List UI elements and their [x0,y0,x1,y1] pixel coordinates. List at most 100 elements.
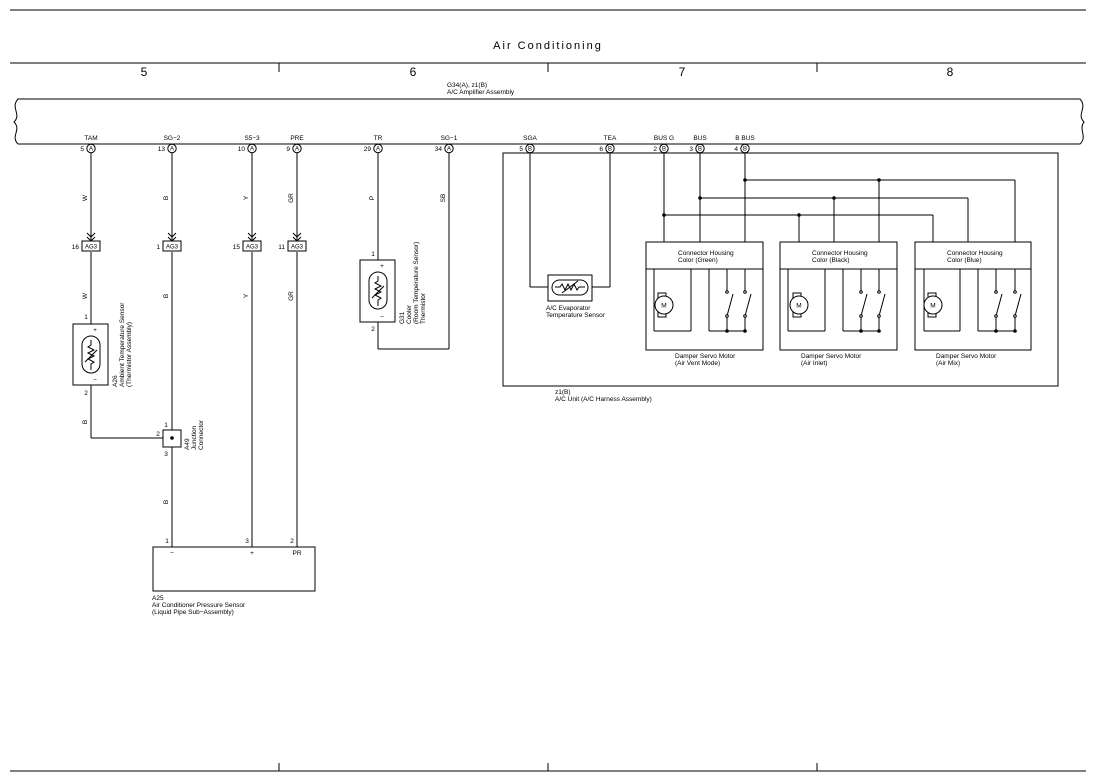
terminal-pin: 9 [286,146,290,153]
footer [10,763,1086,772]
ag3-label: AG3 [85,245,98,251]
wire-color: P [369,196,376,200]
sensor-minus: − [93,377,97,384]
sensor-name: Ambient Temperature Sensor [119,302,126,387]
evaporator-subname: Temperature Sensor [546,312,606,319]
motor-name: Damper Servo Motor [936,353,997,360]
wire-color: Y [243,293,250,298]
terminal-bus-g: BUS G 2 B [653,135,674,154]
housing-label: Connector Housing [812,250,868,257]
terminal-pin: 6 [599,146,603,153]
junction-name: Connector [198,419,205,450]
terminal-conn: B [743,147,747,153]
terminal-conn: B [698,147,702,153]
terminal-sga: SGA 5 B [519,135,538,154]
terminal-conn: B [662,147,666,153]
wire-color: W [82,292,89,299]
terminal-conn: A [250,147,254,153]
terminal-label: B BUS [735,135,755,142]
terminal-label: SG−1 [441,135,458,142]
ag3-pin: 16 [72,244,80,251]
wire-pre: GR GR [288,153,302,547]
wire-color: W [82,194,89,201]
terminal-pin: 5 [80,146,84,153]
terminal-label: SGA [523,135,537,142]
sensor-subname: (Room Temperature Sensor) [413,242,420,324]
terminal-s53: S5−3 10 A [238,135,260,154]
pressure-pin-label: − [170,550,174,557]
damper-servo-motor-air-mix: Connector Housing Color (Blue) M Damper … [914,241,1032,367]
terminal-pin: 2 [653,146,657,153]
terminal-sg1: SG−1 34 A [435,135,458,154]
column-number: 5 [141,65,148,79]
header: Air Conditioning 5 6 7 8 [10,9,1086,79]
pressure-pin: 2 [290,538,294,545]
sensor-pin: 1 [84,314,88,321]
amplifier-terminals: TAM 5 A SG−2 13 A S5−3 10 A PRE 9 A TR 2… [80,135,755,154]
sensor-name: Cooler [406,304,413,324]
ac-unit-ref: z1(B) [555,389,571,396]
evaporator-name: A/C Evaporator [546,305,591,312]
terminal-pin: 4 [734,146,738,153]
junction-name: Junction [191,425,198,450]
page-title: Air Conditioning [493,40,603,52]
junction-connector: 1 2 3 A49 Junction Connector [156,419,205,458]
ag3-connectors: 16 AG3 1 AG3 15 AG3 11 AG3 [72,240,307,252]
evaporator-temperature-sensor: A/C Evaporator Temperature Sensor [529,153,611,319]
column-number: 8 [947,65,954,79]
terminal-label: TR [374,135,383,142]
housing-color: Color (Blue) [947,257,982,264]
ag3-pin: 1 [156,244,160,251]
damper-servo-motor-air-inlet: Connector Housing Color (Black) M Damper… [779,241,898,367]
wire-color: Y [243,195,250,200]
wire-s53: Y Y [243,153,257,547]
terminal-label: PRE [290,135,304,142]
motor-name: Damper Servo Motor [675,353,736,360]
sensor-ref: G31 [399,311,406,324]
terminal-conn: A [295,147,299,153]
motor-name: Damper Servo Motor [801,353,862,360]
ag3-pin: 11 [278,244,285,251]
motor-symbol: M [930,303,935,310]
wire-color: B [82,420,89,424]
housing-label: Connector Housing [678,250,734,257]
terminal-label: S5−3 [244,135,260,142]
motor-symbol: M [661,303,666,310]
wire-color: SB [440,194,447,203]
terminal-conn: A [89,147,93,153]
wire-color: GR [288,193,295,203]
terminal-label: BUS G [654,135,674,142]
damper-servo-motor-air-vent: Connector Housing Color (Green) M Damper… [645,241,764,367]
wire-color: B [163,196,170,200]
ac-unit-name: A/C Unit (A/C Harness Assembly) [555,396,652,403]
ambient-temperature-sensor: 1 + − 2 A26 Ambient Temperature Sensor (… [72,302,133,397]
sensor-plus: + [380,263,384,270]
pressure-name: Air Conditioner Pressure Sensor [152,602,246,609]
terminal-sg2: SG−2 13 A [158,135,181,154]
terminal-pin: 29 [364,146,372,153]
sensor-ref: A26 [112,375,119,387]
motor-mode: (Air Mix) [936,360,960,367]
ac-unit: z1(B) A/C Unit (A/C Harness Assembly) [502,152,1059,403]
sensor-subname: (Thermistor Assembly) [126,322,133,387]
housing-label: Connector Housing [947,250,1003,257]
terminal-pin: 10 [238,146,246,153]
terminal-conn: A [447,147,451,153]
terminal-label: TAM [84,135,97,142]
amplifier-name: A/C Amplifier Assembly [447,89,515,96]
terminal-bus: BUS 3 B [689,135,707,154]
pressure-pin: 1 [165,538,169,545]
terminal-pin: 3 [689,146,693,153]
wire-tr-sg1: P SB [369,153,450,350]
housing-color: Color (Green) [678,257,718,264]
pressure-pin: 3 [245,538,249,545]
column-number: 7 [679,65,686,79]
terminal-pin: 5 [519,146,523,153]
sensor-pin: 2 [84,390,88,397]
wire-color: GR [288,291,295,301]
pressure-sensor: 1 3 2 − + PR A25 Air Conditioner Pressur… [152,538,316,616]
terminal-tam: TAM 5 A [80,135,98,154]
bus-wiring [662,153,1016,242]
terminal-b-bus: B BUS 4 B [734,135,755,154]
